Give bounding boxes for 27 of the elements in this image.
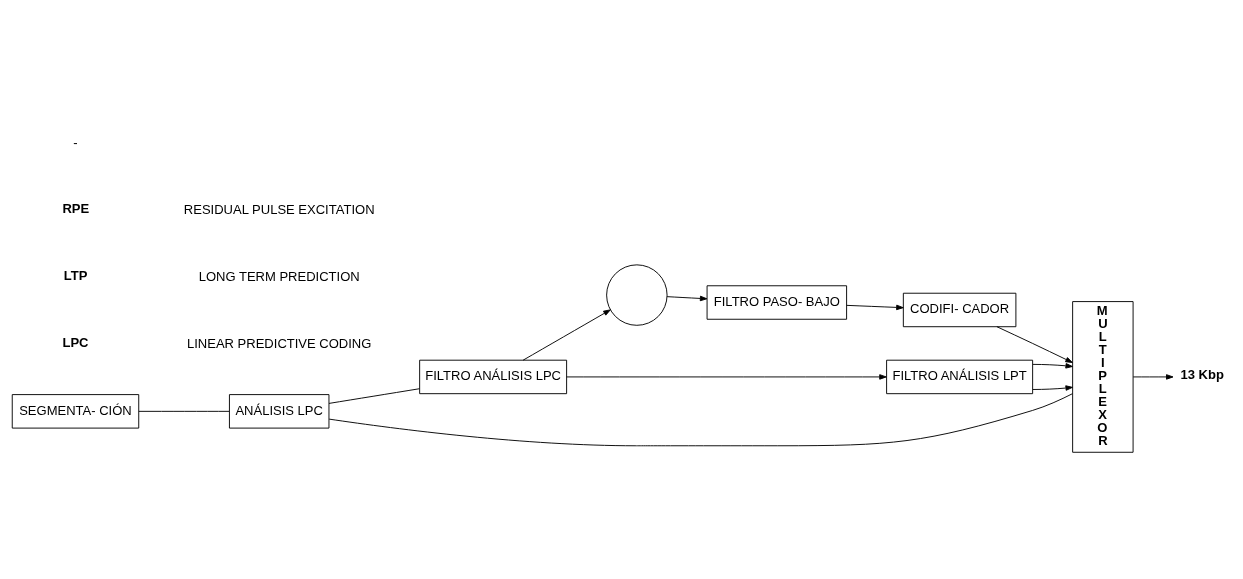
node-box: ANÁLISIS LPC <box>228 394 330 429</box>
connector <box>328 393 1073 447</box>
arrow <box>1132 374 1174 380</box>
connector <box>138 410 230 412</box>
node-box: FILTRO ANÁLISIS LPT <box>886 359 1034 395</box>
node-text: 13 Kbp <box>1180 367 1224 383</box>
arrow <box>846 304 904 311</box>
label: LINEAR PREDICTIVE CODING <box>186 335 372 351</box>
arrow <box>1032 385 1073 391</box>
arrow <box>666 295 708 302</box>
label: LTP <box>63 267 88 283</box>
label: LONG TERM PREDICTION <box>198 268 360 284</box>
arrow <box>566 374 887 380</box>
arrow <box>522 309 611 361</box>
label: RESIDUAL PULSE EXCITATION <box>183 201 375 217</box>
label: LPC <box>62 334 89 350</box>
arrow <box>1032 363 1073 369</box>
arrow <box>996 326 1073 363</box>
node-box: CODIFI- CADOR <box>902 292 1017 328</box>
label: RPE <box>62 200 90 216</box>
connector <box>328 388 420 404</box>
node-box: M U L T I P L E X O R <box>1072 301 1134 453</box>
node-circle <box>606 264 668 326</box>
node-box: FILTRO PASO- BAJO <box>706 285 848 320</box>
node-box: FILTRO ANÁLISIS LPC <box>419 359 568 395</box>
node-box: SEGMENTA- CIÓN <box>11 394 140 429</box>
label: - <box>73 134 78 150</box>
